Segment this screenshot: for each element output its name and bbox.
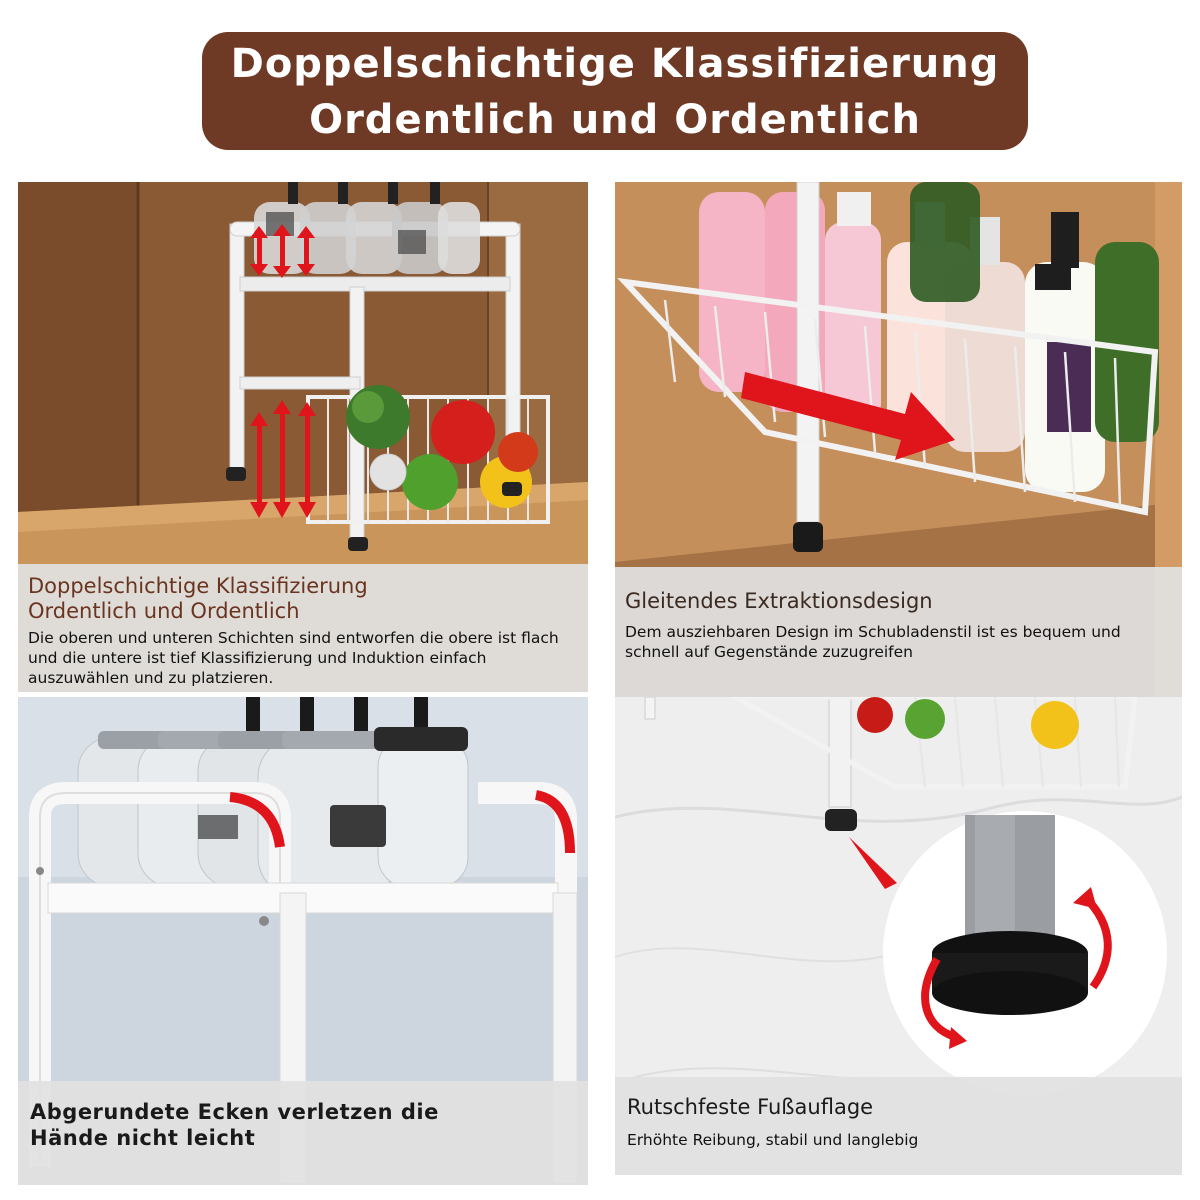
caption-sliding: Gleitendes Extraktionsdesign Dem auszieh…: [615, 567, 1182, 697]
panel-rounded-corners: Abgerundete Ecken verletzen die Hände ni…: [18, 697, 588, 1185]
caption-title: Gleitendes Extraktionsdesign: [625, 589, 933, 613]
caption-double-layer: Doppelschichtige Klassifizierung Ordentl…: [18, 564, 588, 692]
caption-body: Erhöhte Reibung, stabil und langlebig: [627, 1131, 919, 1149]
panel-non-slip-feet: Rutschfeste Fußauflage Erhöhte Reibung, …: [615, 697, 1182, 1175]
caption-title-line-2: Ordentlich und Ordentlich: [28, 599, 300, 623]
banner-line-2: Ordentlich und Ordentlich: [309, 97, 921, 143]
title-banner: Doppelschichtige Klassifizierung Ordentl…: [202, 32, 1028, 150]
banner-line-1: Doppelschichtige Klassifizierung: [230, 41, 1000, 87]
caption-body: Die oberen und unteren Schichten sind en…: [28, 629, 559, 687]
caption-title-line-2: Hände nicht leicht: [30, 1126, 256, 1150]
panel-sliding-drawer: Gleitendes Extraktionsdesign Dem auszieh…: [615, 182, 1182, 697]
caption-non-slip: Rutschfeste Fußauflage Erhöhte Reibung, …: [615, 1077, 1182, 1175]
caption-title-line-1: Abgerundete Ecken verletzen die: [30, 1100, 439, 1124]
panel-double-layer: Doppelschichtige Klassifizierung Ordentl…: [18, 182, 588, 692]
caption-title-line-1: Doppelschichtige Klassifizierung: [28, 574, 368, 598]
caption-body: Dem ausziehbaren Design im Schubladensti…: [625, 623, 1121, 661]
caption-rounded: Abgerundete Ecken verletzen die Hände ni…: [18, 1081, 588, 1185]
caption-title: Rutschfeste Fußauflage: [627, 1095, 874, 1119]
